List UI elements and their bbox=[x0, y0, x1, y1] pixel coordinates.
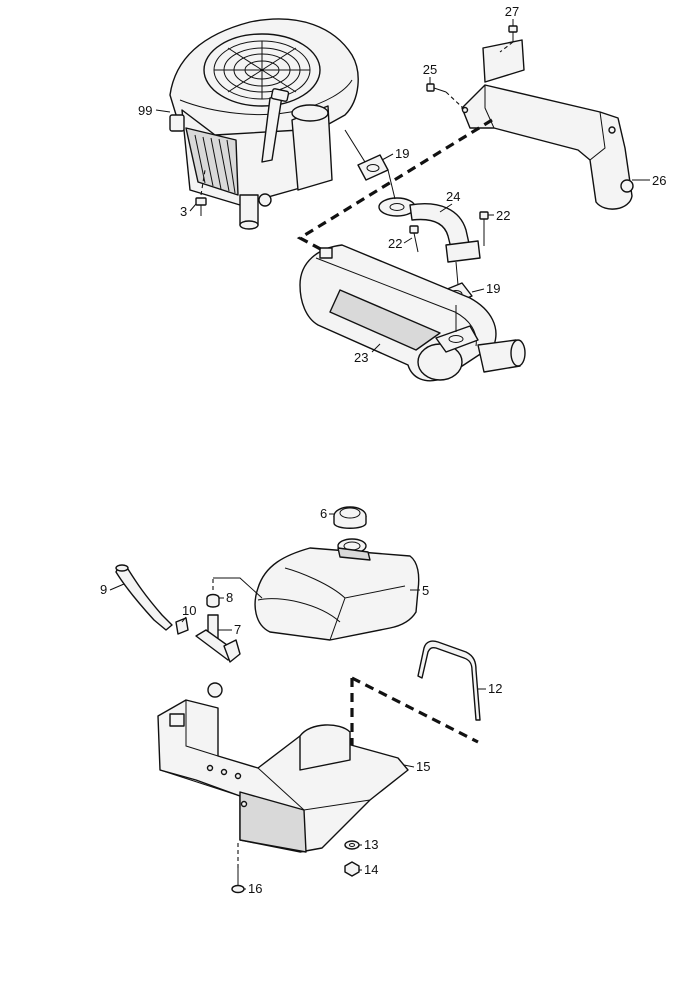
svg-text:13: 13 bbox=[364, 837, 378, 852]
callout-26: 26 bbox=[632, 173, 666, 188]
fuel-cap bbox=[333, 506, 367, 529]
callout-19-upper: 19 bbox=[381, 146, 409, 161]
svg-text:15: 15 bbox=[416, 759, 430, 774]
svg-text:22: 22 bbox=[496, 208, 510, 223]
fuel-valve bbox=[195, 614, 241, 663]
callout-14: 14 bbox=[359, 862, 378, 877]
svg-text:10: 10 bbox=[182, 603, 196, 618]
tank-strap bbox=[417, 640, 481, 721]
svg-text:16: 16 bbox=[248, 881, 262, 896]
bolt-27 bbox=[499, 25, 518, 53]
svg-text:6: 6 bbox=[320, 506, 327, 521]
tank-bracket bbox=[157, 682, 409, 853]
svg-text:26: 26 bbox=[652, 173, 666, 188]
callout-25: 25 bbox=[423, 62, 437, 84]
svg-text:23: 23 bbox=[354, 350, 368, 365]
callout-8: 8 bbox=[219, 590, 233, 605]
callout-16: 16 bbox=[244, 881, 262, 896]
svg-text:14: 14 bbox=[364, 862, 378, 877]
bolt-22-left bbox=[409, 225, 419, 253]
svg-text:7: 7 bbox=[234, 622, 241, 637]
callout-23: 23 bbox=[354, 343, 381, 365]
bushing bbox=[206, 593, 220, 608]
svg-text:3: 3 bbox=[180, 204, 187, 219]
svg-text:5: 5 bbox=[422, 583, 429, 598]
fuel-hose bbox=[115, 564, 173, 631]
callout-9: 9 bbox=[100, 582, 125, 597]
nut bbox=[344, 861, 360, 877]
callout-6: 6 bbox=[320, 506, 334, 521]
muffler-bracket bbox=[461, 39, 634, 210]
callout-99: 99 bbox=[138, 103, 171, 118]
callout-24: 24 bbox=[439, 189, 460, 213]
svg-text:24: 24 bbox=[446, 189, 460, 204]
svg-text:19: 19 bbox=[395, 146, 409, 161]
screw bbox=[231, 842, 245, 894]
muffler bbox=[299, 244, 526, 382]
clamp bbox=[175, 617, 189, 635]
callout-22-left: 22 bbox=[388, 236, 413, 251]
callout-3: 3 bbox=[180, 203, 197, 219]
svg-text:22: 22 bbox=[388, 236, 402, 251]
bolt-3 bbox=[195, 169, 207, 216]
callout-15: 15 bbox=[403, 759, 430, 774]
fuel-tank bbox=[254, 547, 420, 641]
svg-text:27: 27 bbox=[505, 4, 519, 19]
callout-12: 12 bbox=[478, 681, 502, 696]
bolt-25 bbox=[426, 83, 464, 109]
svg-text:19: 19 bbox=[486, 281, 500, 296]
svg-text:8: 8 bbox=[226, 590, 233, 605]
svg-text:25: 25 bbox=[423, 62, 437, 77]
callout-5: 5 bbox=[410, 583, 429, 598]
callout-22-right: 22 bbox=[488, 208, 510, 223]
callout-19-lower: 19 bbox=[471, 281, 500, 296]
engine bbox=[169, 18, 359, 230]
bolt-22-right bbox=[479, 211, 489, 246]
svg-text:12: 12 bbox=[488, 681, 502, 696]
washer bbox=[344, 840, 360, 850]
callout-10: 10 bbox=[181, 603, 196, 623]
svg-text:99: 99 bbox=[138, 103, 152, 118]
callout-13: 13 bbox=[359, 837, 378, 852]
exhaust-pipe bbox=[378, 197, 481, 263]
callout-27: 27 bbox=[505, 4, 519, 26]
svg-text:9: 9 bbox=[100, 582, 107, 597]
callout-7: 7 bbox=[218, 622, 241, 637]
